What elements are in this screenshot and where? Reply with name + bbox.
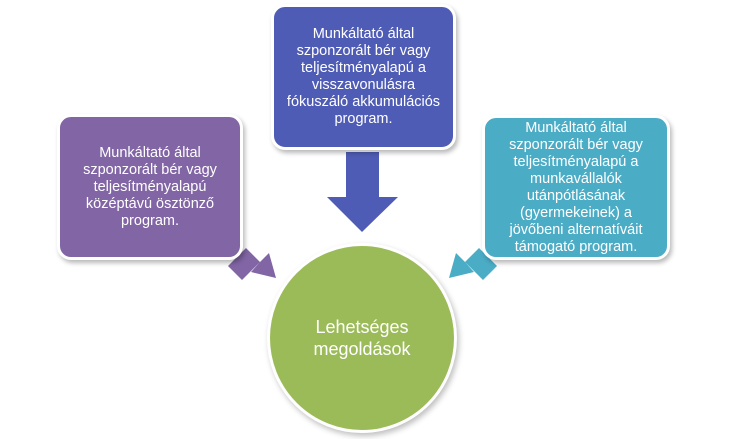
box-midterm-incentive-text: Munkáltató által szponzorált bér vagy te… <box>83 144 217 229</box>
arrow-down <box>327 152 398 232</box>
center-possible-solutions: Lehetséges megoldások <box>267 243 457 433</box>
arrow-left-to-center <box>228 248 276 280</box>
arrow-right-to-center <box>449 248 497 280</box>
box-children-future-text: Munkáltató által szponzorált bér vagy te… <box>509 119 643 255</box>
center-label: Lehetséges megoldások <box>313 317 411 359</box>
box-retirement-accumulation: Munkáltató által szponzorált bér vagy te… <box>271 4 456 150</box>
box-retirement-accumulation-text: Munkáltató által szponzorált bér vagy te… <box>286 26 441 127</box>
box-children-future: Munkáltató által szponzorált bér vagy te… <box>482 115 670 260</box>
box-midterm-incentive: Munkáltató által szponzorált bér vagy te… <box>57 114 243 260</box>
